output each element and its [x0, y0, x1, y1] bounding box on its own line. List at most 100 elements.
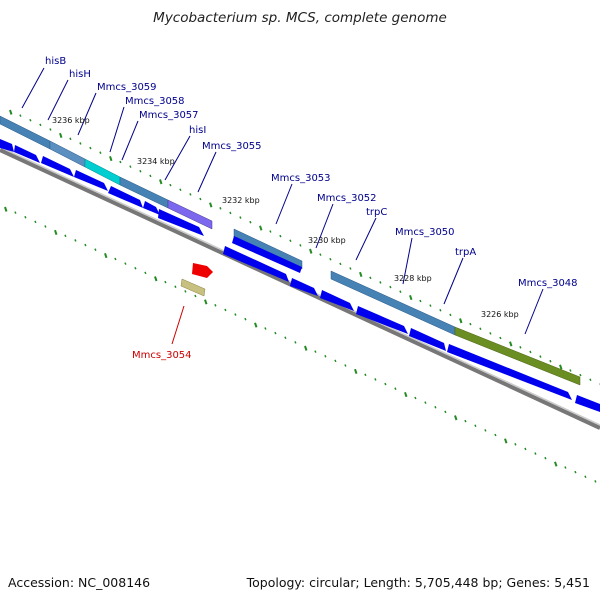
gene-label-Mmcs_3053: Mmcs_3053 — [271, 173, 331, 184]
tick-mark — [229, 211, 232, 215]
tick-mark — [204, 299, 208, 305]
tick-mark — [419, 299, 422, 303]
tick-mark — [369, 276, 372, 280]
tick-mark — [29, 118, 32, 122]
tick-mark — [214, 304, 217, 307]
tick-mark — [409, 295, 413, 301]
tick-mark — [379, 281, 382, 284]
tick-mark — [249, 220, 252, 224]
tick-mark — [79, 142, 82, 145]
tick-mark — [504, 438, 508, 444]
tick-mark — [114, 257, 117, 261]
tick-mark — [334, 359, 337, 363]
tick-mark — [254, 322, 258, 328]
tick-mark — [574, 470, 577, 474]
tick-mark — [524, 447, 527, 451]
tick-mark — [499, 336, 502, 340]
gene-arrow-4 — [74, 170, 108, 191]
tick-mark — [104, 253, 108, 259]
gene-arrow-15 — [575, 395, 600, 412]
tick-mark — [519, 346, 522, 349]
tick-mark — [84, 243, 87, 247]
tick-mark — [494, 433, 497, 437]
coordinate-labels: 3236 kbp 3234 kbp 3232 kbp 3230 kbp 3228… — [52, 116, 519, 319]
gene-arrow-9 — [223, 246, 289, 282]
tick-mark — [529, 350, 532, 354]
tick-mark — [239, 216, 242, 219]
track-hisI — [167, 199, 213, 230]
tick-mark — [39, 123, 42, 127]
tick-mark — [184, 290, 187, 293]
tick-mark — [469, 322, 472, 326]
gene-arrows — [0, 139, 600, 412]
tick-mark — [224, 308, 227, 312]
tick-mark — [549, 359, 552, 363]
tick-mark — [484, 429, 487, 432]
tick-mark — [44, 225, 47, 228]
gene-arrow-3 — [41, 156, 74, 177]
tick-mark — [314, 350, 317, 353]
tick-mark — [234, 313, 237, 316]
tick-mark — [124, 262, 127, 265]
gene-arrow-10 — [290, 278, 318, 296]
gene-arrow-12 — [356, 306, 408, 334]
gene-arrow-11 — [320, 290, 354, 311]
tick-mark — [299, 244, 302, 247]
coord-label-3230: 3230 kbp — [308, 236, 346, 245]
tick-mark — [459, 318, 463, 324]
tick-mark — [414, 396, 417, 400]
label-leaders — [21, 67, 544, 335]
gene-label-Mmcs_3052: Mmcs_3052 — [317, 193, 377, 204]
tick-mark — [329, 257, 332, 261]
tick-mark — [304, 345, 308, 351]
tick-mark — [169, 183, 172, 187]
tick-mark — [119, 160, 122, 164]
tick-mark — [99, 151, 102, 154]
tick-mark — [589, 378, 592, 382]
coord-label-3234: 3234 kbp — [137, 157, 175, 166]
tick-mark — [159, 179, 163, 185]
tick-mark — [209, 202, 213, 208]
tick-mark — [439, 308, 442, 312]
gene-label-Mmcs_3059: Mmcs_3059 — [97, 82, 157, 93]
tick-mark — [404, 392, 408, 398]
topology-text: Topology: circular; Length: 5,705,448 bp… — [246, 575, 590, 590]
label-leader-Mmcs_3054 — [171, 305, 185, 345]
gene-label-Mmcs_3057: Mmcs_3057 — [139, 110, 199, 121]
tick-row-bottom — [4, 206, 597, 483]
track-Mmcs_3048 — [454, 326, 581, 386]
tick-mark — [434, 405, 437, 409]
gene-arrow-5 — [108, 186, 143, 208]
gene-label-hisH: hisH — [69, 69, 91, 80]
tick-mark — [584, 475, 587, 479]
gene-tracks — [0, 115, 581, 386]
tick-mark — [69, 137, 72, 141]
gene-label-Mmcs_3058: Mmcs_3058 — [125, 96, 185, 107]
tick-mark — [109, 156, 113, 162]
tick-mark — [89, 146, 92, 150]
accession-text: Accession: NC_008146 — [8, 575, 151, 590]
tick-mark — [339, 262, 342, 266]
tick-mark — [189, 193, 192, 196]
coord-label-3226: 3226 kbp — [481, 310, 519, 319]
tick-row-top — [9, 109, 600, 386]
coord-label-3228: 3228 kbp — [394, 274, 432, 283]
tick-mark — [144, 271, 147, 275]
tick-mark — [139, 169, 142, 173]
tick-mark — [489, 332, 492, 335]
tick-mark — [179, 188, 182, 192]
tick-mark — [274, 331, 277, 335]
tick-mark — [219, 207, 222, 210]
tick-mark — [324, 354, 327, 358]
tick-mark — [359, 271, 363, 277]
tick-mark — [134, 266, 137, 270]
tick-mark — [319, 253, 322, 256]
tick-mark — [509, 341, 513, 347]
gene-label-Mmcs_3048: Mmcs_3048 — [518, 278, 578, 289]
tick-mark — [389, 285, 392, 289]
tick-mark — [59, 132, 63, 138]
gene-label-trpA: trpA — [455, 247, 476, 258]
tick-mark — [284, 336, 287, 340]
gene-label-Mmcs_3050: Mmcs_3050 — [395, 227, 455, 238]
